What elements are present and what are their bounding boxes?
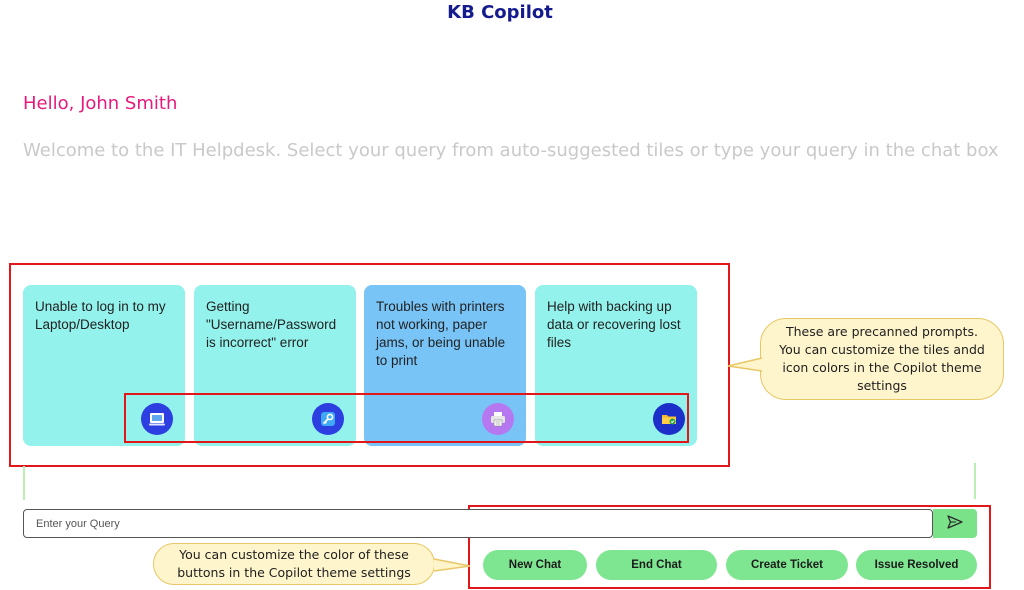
buttons-annotation-box	[468, 505, 991, 589]
send-button[interactable]	[933, 509, 977, 538]
tile-label: Help with backing up data or recovering …	[547, 299, 681, 350]
send-icon	[947, 515, 963, 532]
app-title: KB Copilot	[447, 2, 553, 23]
greeting-text: Hello, John Smith	[23, 93, 178, 114]
buttons-callout-text: You can customize the color of these but…	[177, 547, 411, 580]
printer-icon	[482, 403, 514, 435]
prompt-tile-password-error[interactable]: Getting "Username/Password is incorrect"…	[194, 285, 356, 446]
new-chat-button[interactable]: New Chat	[483, 550, 587, 580]
divider	[23, 466, 25, 500]
prompt-tile-login[interactable]: Unable to log in to my Laptop/Desktop	[23, 285, 185, 446]
key-icon	[312, 403, 344, 435]
buttons-callout: You can customize the color of these but…	[153, 543, 435, 585]
prompt-tile-printers[interactable]: Troubles with printers not working, pape…	[364, 285, 526, 446]
tile-label: Unable to log in to my Laptop/Desktop	[35, 299, 166, 332]
query-input[interactable]	[23, 509, 933, 538]
backup-folder-icon	[653, 403, 685, 435]
divider	[974, 463, 976, 499]
buttons-callout-pointer	[433, 558, 471, 572]
welcome-message: Welcome to the IT Helpdesk. Select your …	[23, 140, 999, 161]
issue-resolved-button[interactable]: Issue Resolved	[856, 550, 977, 580]
end-chat-button[interactable]: End Chat	[596, 550, 717, 580]
tile-label: Getting "Username/Password is incorrect"…	[206, 299, 337, 350]
tiles-callout: These are precanned prompts. You can cus…	[760, 318, 1004, 400]
tiles-callout-pointer	[727, 357, 763, 372]
prompt-tile-backup[interactable]: Help with backing up data or recovering …	[535, 285, 697, 446]
tiles-callout-text: These are precanned prompts. You can cus…	[779, 324, 985, 393]
tile-label: Troubles with printers not working, pape…	[376, 299, 506, 368]
laptop-icon	[141, 403, 173, 435]
icons-annotation-box	[124, 393, 689, 443]
create-ticket-button[interactable]: Create Ticket	[726, 550, 848, 580]
